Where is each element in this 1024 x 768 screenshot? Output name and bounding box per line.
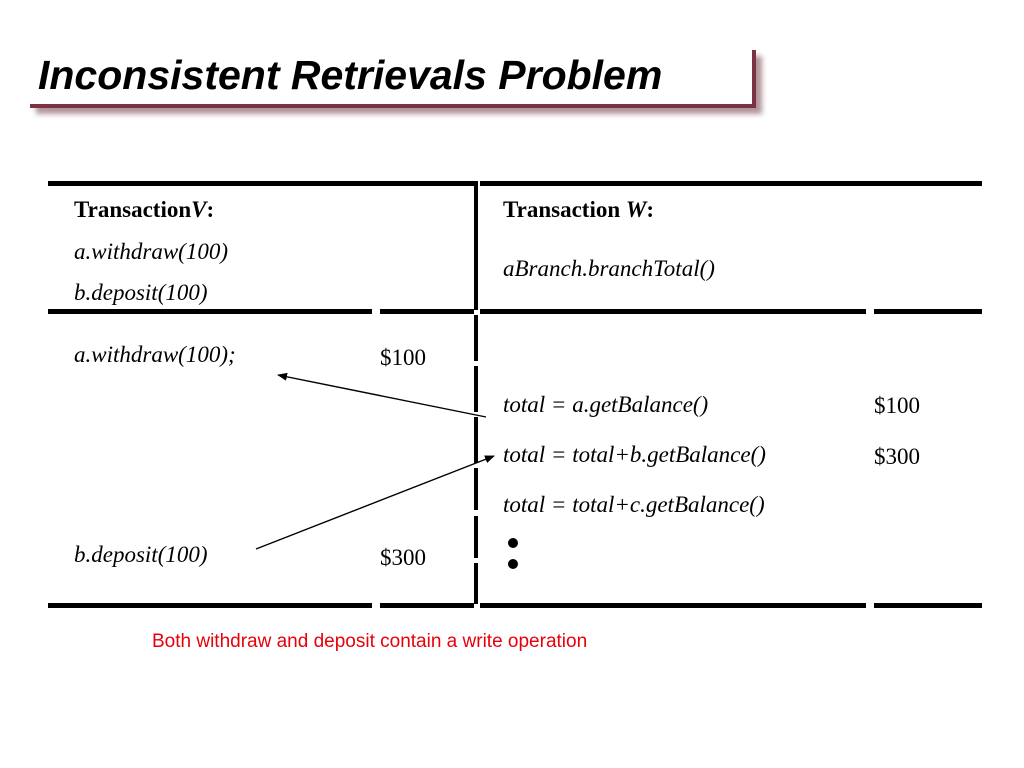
transaction-v-step-1-value: $100 bbox=[380, 345, 426, 370]
transaction-w-letter: W bbox=[625, 197, 647, 222]
table-bottom-rule-w-value bbox=[874, 603, 982, 608]
transaction-v-step-1-operation: a.withdraw(100); bbox=[74, 342, 236, 367]
transaction-w-step-1-operation: total = a.getBalance() bbox=[503, 392, 709, 417]
transaction-v-header-prefix: Transaction bbox=[74, 197, 192, 222]
transaction-w-step-2-operation: total = total+b.getBalance() bbox=[503, 442, 766, 467]
ellipsis-dot bbox=[508, 538, 518, 548]
transaction-v-step-2-value: $300 bbox=[380, 545, 426, 570]
ellipsis-icon bbox=[508, 538, 522, 580]
column-divider-row-4 bbox=[474, 468, 478, 510]
column-divider-row-3 bbox=[474, 417, 478, 463]
column-divider-row-2 bbox=[474, 366, 478, 412]
table-bottom-rule-w-main bbox=[480, 603, 866, 608]
transaction-v-header-suffix: : bbox=[206, 197, 215, 222]
transaction-v-header: TransactionV: bbox=[74, 198, 214, 221]
table-top-rule-right bbox=[480, 181, 982, 186]
transaction-v-step-2-operation: b.deposit(100) bbox=[74, 542, 208, 567]
transaction-v-letter: V bbox=[191, 197, 207, 222]
transaction-v-summary-1: a.withdraw(100) bbox=[74, 239, 228, 264]
arrow-withdraw-to-get-a bbox=[277, 372, 487, 418]
table-bottom-rule-v-value bbox=[380, 603, 474, 608]
header-divider-v-main bbox=[48, 309, 372, 314]
table-bottom-rule-v-main bbox=[48, 603, 372, 608]
page-title: Inconsistent Retrievals Problem bbox=[38, 52, 663, 98]
transaction-w-step-3-operation: total = total+c.getBalance() bbox=[503, 492, 765, 517]
ellipsis-dot bbox=[508, 559, 518, 569]
transaction-w-summary-1: aBranch.branchTotal() bbox=[503, 256, 715, 281]
title-box: Inconsistent Retrievals Problem bbox=[30, 50, 756, 108]
transaction-w-step-2-value: $300 bbox=[874, 444, 920, 469]
header-divider-v-value bbox=[380, 309, 474, 314]
header-divider-w-main bbox=[480, 309, 866, 314]
transaction-w-step-1-value: $100 bbox=[874, 393, 920, 418]
transaction-w-header: Transaction W: bbox=[503, 198, 654, 221]
table-top-rule-left bbox=[48, 181, 474, 186]
footnote-text: Both withdraw and deposit contain a writ… bbox=[152, 631, 588, 652]
transaction-v-summary-2: b.deposit(100) bbox=[74, 280, 208, 305]
transaction-w-header-suffix: : bbox=[646, 197, 655, 222]
column-divider-row-1 bbox=[474, 315, 478, 361]
column-divider-header bbox=[474, 181, 478, 310]
arrow-deposit-to-get-b bbox=[255, 455, 495, 550]
column-divider-row-5 bbox=[474, 516, 478, 558]
transaction-w-header-prefix: Transaction bbox=[503, 197, 626, 222]
header-divider-w-value bbox=[874, 309, 982, 314]
column-divider-row-6 bbox=[474, 563, 478, 604]
